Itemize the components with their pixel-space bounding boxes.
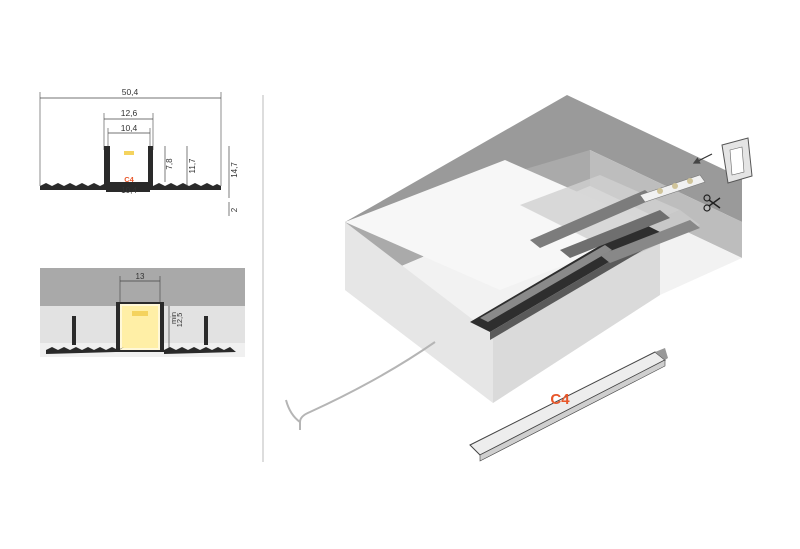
dim-installed-width: 13 xyxy=(136,272,145,281)
ceiling-slab xyxy=(40,268,245,306)
dim-min-label: min xyxy=(169,312,178,324)
led-strip xyxy=(124,151,134,155)
isometric-view: C4 xyxy=(285,95,753,462)
arrow-icon xyxy=(692,153,713,164)
installed-section-drawing: 13 min 12,5 xyxy=(40,268,245,357)
scissors-icon xyxy=(703,194,721,212)
power-wire xyxy=(299,341,436,430)
dim-inner-width: 10,4 xyxy=(121,123,138,133)
dim-depth-b: 11,7 xyxy=(188,158,197,174)
profile-code-label: C4 xyxy=(124,175,134,184)
dim-outer-width: 12,6 xyxy=(121,108,138,118)
dim-depth-a: 7,8 xyxy=(165,158,174,170)
dim-min-height: 12,5 xyxy=(175,313,184,328)
iso-profile-code-label: C4 xyxy=(550,391,570,408)
dim-flange: 2 xyxy=(230,207,239,212)
cross-section-drawing: 50,4 12,6 10,4 C4 10,4 7,8 11,7 14,7 2 xyxy=(39,87,239,216)
profile-u-shape xyxy=(40,146,221,192)
dim-total-width: 50,4 xyxy=(122,87,139,97)
dim-depth-c: 14,7 xyxy=(230,162,239,178)
dim-bottom-width: 10,4 xyxy=(121,186,137,195)
